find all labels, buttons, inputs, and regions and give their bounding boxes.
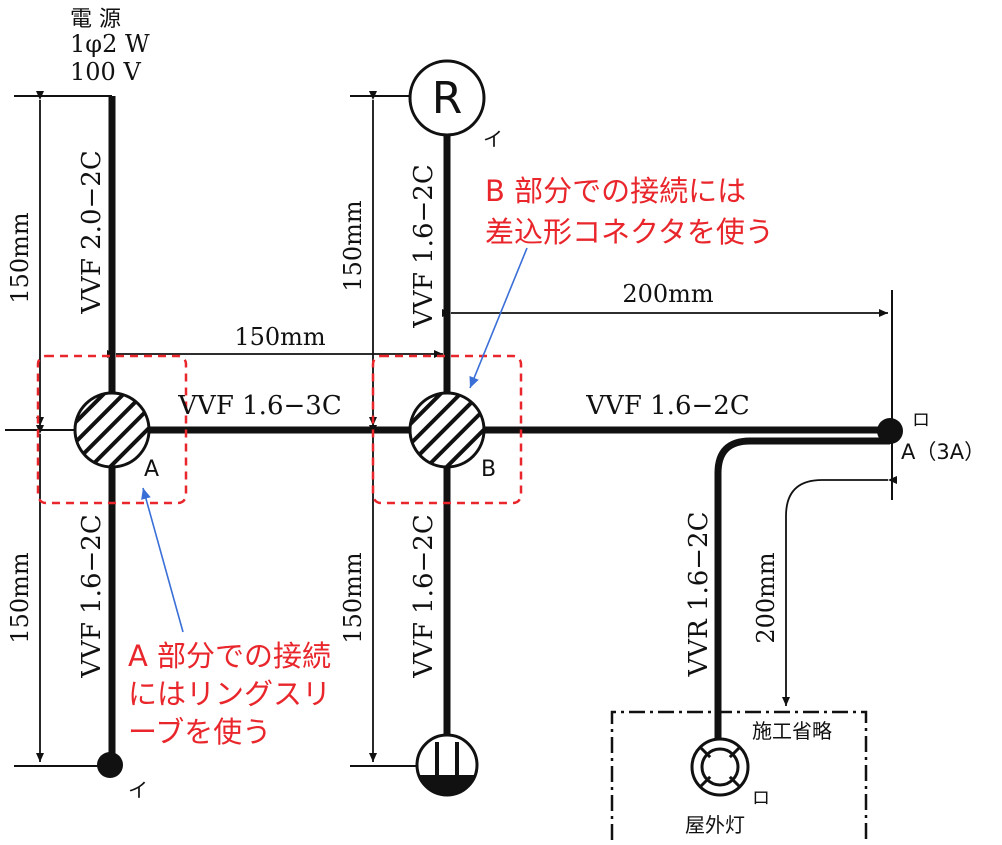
outdoor-lamp-name: 屋外灯 bbox=[685, 813, 745, 837]
junction-label-a: A bbox=[144, 457, 159, 482]
light-rating: A（3A） bbox=[901, 440, 985, 464]
omitted-frame bbox=[610, 710, 868, 840]
power-voltage: 100 V bbox=[70, 58, 141, 86]
cable-mid-top: VVF 1.6−2C bbox=[409, 164, 439, 328]
guide-lines bbox=[5, 95, 893, 767]
power-phase: 1φ2 W bbox=[70, 30, 150, 58]
note-a-line2: にはリングスリ bbox=[128, 677, 331, 711]
light-ro-label: ロ bbox=[912, 410, 930, 431]
note-b-line1: B 部分での接続には bbox=[485, 174, 746, 208]
junction-label-b: B bbox=[481, 457, 496, 482]
note-b-line2: 差込形コネクタを使う bbox=[485, 215, 774, 249]
dim-label-b-to-light: 200mm bbox=[622, 280, 714, 308]
dim-label-mid-bottom: 150mm bbox=[339, 552, 367, 644]
power-title: 電 源 bbox=[70, 7, 121, 32]
cable-b-to-light: VVF 1.6−2C bbox=[585, 391, 749, 421]
cable-left-top: VVF 2.0−2C bbox=[77, 150, 107, 314]
light-dot bbox=[877, 418, 903, 444]
switch-dot-i-label: イ bbox=[128, 778, 148, 802]
dim-label-outdoor: 200mm bbox=[752, 552, 780, 644]
omitted-label: 施工省略 bbox=[752, 719, 832, 743]
outlet-symbol bbox=[415, 733, 479, 797]
note-a-line3: ーブを使う bbox=[128, 715, 271, 749]
leader-a bbox=[141, 487, 184, 633]
outdoor-ro-label: ロ bbox=[752, 788, 770, 809]
dim-label-mid-top: 150mm bbox=[339, 200, 367, 292]
leader-b bbox=[469, 247, 528, 389]
receptacle-i-label: イ bbox=[483, 127, 503, 151]
wire-outdoor bbox=[714, 437, 890, 740]
cable-mid-bottom: VVF 1.6−2C bbox=[409, 514, 439, 678]
junction-box-a bbox=[73, 391, 151, 469]
outdoor-lamp-symbol bbox=[690, 737, 750, 797]
junction-box-b bbox=[408, 391, 486, 469]
dim-label-a-to-b: 150mm bbox=[234, 323, 326, 351]
dim-outdoor bbox=[782, 476, 897, 706]
cable-outdoor: VVR 1.6−2C bbox=[684, 512, 714, 678]
note-a-line1: A 部分での接続 bbox=[128, 639, 331, 673]
highlight-box-a bbox=[36, 354, 188, 505]
switch-dot-i bbox=[97, 752, 123, 778]
receptacle-symbol bbox=[408, 59, 486, 137]
highlight-box-b bbox=[371, 354, 523, 505]
dimension-lines bbox=[36, 91, 897, 762]
receptacle-letter: R bbox=[432, 73, 463, 124]
dim-label-left-top: 150mm bbox=[6, 212, 34, 304]
cable-a-to-b: VVF 1.6−3C bbox=[177, 391, 341, 421]
dim-label-left-bottom: 150mm bbox=[6, 552, 34, 644]
cable-left-bottom: VVF 1.6−2C bbox=[77, 514, 107, 678]
